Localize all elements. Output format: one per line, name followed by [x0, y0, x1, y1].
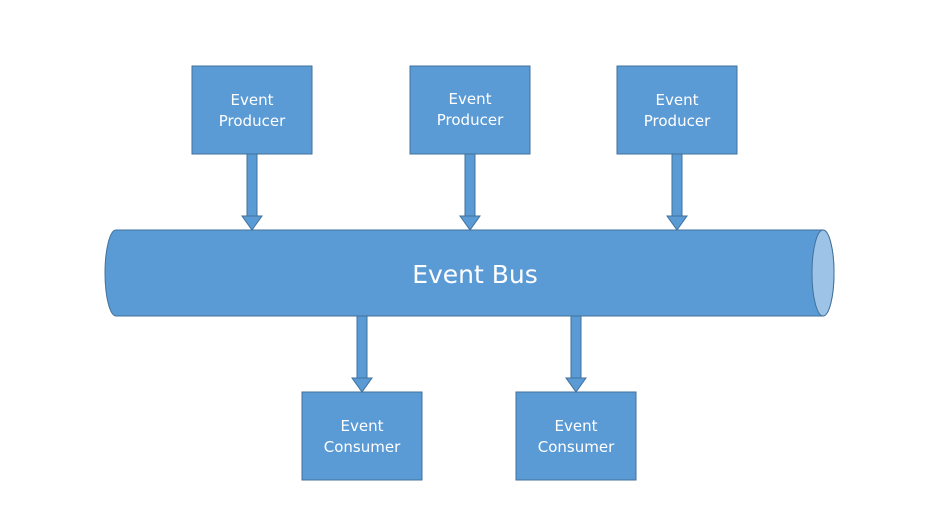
- consumer-1-label-line2: Consumer: [324, 438, 401, 456]
- event-bus-label: Event Bus: [412, 260, 538, 289]
- event-bus-end-cap: [811, 229, 835, 317]
- producer-3-label-line2: Producer: [644, 112, 711, 130]
- event-producer-3: Event Producer: [616, 65, 738, 155]
- producer-3-label-line1: Event: [656, 91, 699, 109]
- producer-1-label-line1: Event: [231, 91, 274, 109]
- arrow-bus-to-consumer-1: [351, 315, 373, 393]
- event-producer-1: Event Producer: [191, 65, 313, 155]
- consumer-arrows: [351, 315, 587, 393]
- arrow-bus-to-consumer-2: [565, 315, 587, 393]
- arrow-producer-3-to-bus: [666, 153, 688, 231]
- event-consumer-2: Event Consumer: [515, 391, 637, 481]
- producer-arrows: [241, 153, 688, 231]
- consumer-2-label-line2: Consumer: [538, 438, 615, 456]
- producer-1-label-line2: Producer: [219, 112, 286, 130]
- event-consumer-1: Event Consumer: [301, 391, 423, 481]
- event-bus: Event Bus: [104, 229, 835, 317]
- arrow-producer-1-to-bus: [241, 153, 263, 231]
- producer-2-label-line1: Event: [449, 90, 492, 108]
- consumer-2-label-line1: Event: [555, 417, 598, 435]
- event-producer-2: Event Producer: [409, 65, 531, 155]
- producer-2-label-line2: Producer: [437, 111, 504, 129]
- consumer-1-label-line1: Event: [341, 417, 384, 435]
- arrow-producer-2-to-bus: [459, 153, 481, 231]
